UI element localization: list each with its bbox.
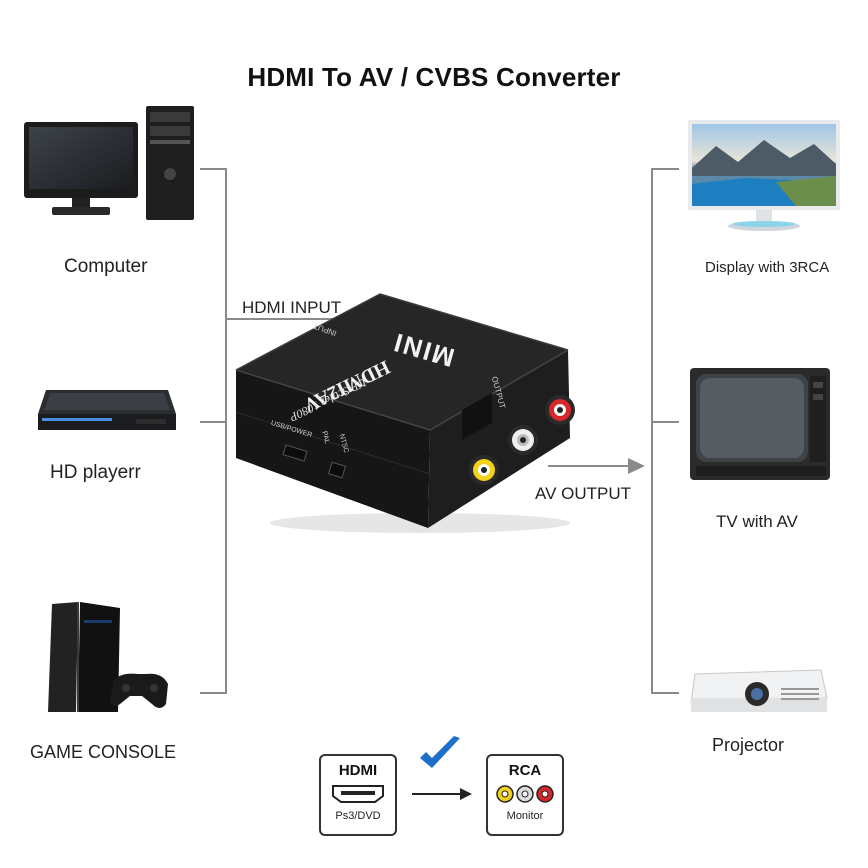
computer-label: Computer <box>64 256 148 277</box>
right-bracket-middle <box>651 421 679 423</box>
display-icon <box>688 120 840 231</box>
game-console-label: GAME CONSOLE <box>30 742 177 762</box>
page-title: HDMI To AV / CVBS Converter <box>247 62 621 92</box>
projector-icon <box>690 669 828 712</box>
rca-badge-sub: Monitor <box>506 810 544 822</box>
checkmark-icon <box>420 736 460 768</box>
tv-icon <box>690 368 830 480</box>
tv-label: TV with AV <box>716 512 798 531</box>
right-bracket-bottom <box>651 692 679 694</box>
rca-badge-title: RCA <box>508 762 542 779</box>
hdmi-badge-sub: Ps3/DVD <box>335 810 381 822</box>
hd-player-icon <box>38 390 176 430</box>
av-output-arrow <box>548 458 645 474</box>
rca-jacks-icon <box>496 785 554 803</box>
hd-player-label: HD playerr <box>50 462 141 483</box>
left-bracket-vertical <box>225 168 227 694</box>
hdmi-port-icon <box>332 785 384 803</box>
badge-arrow <box>412 788 472 800</box>
projector-label: Projector <box>712 735 785 755</box>
left-bracket-middle <box>200 421 227 423</box>
hdmi-input-label: HDMI INPUT <box>242 298 342 317</box>
right-bracket-top <box>651 168 679 170</box>
hdmi-badge-title: HDMI <box>338 762 378 779</box>
av-output-label: AV OUTPUT <box>535 484 632 503</box>
left-bracket-bottom <box>200 692 227 694</box>
game-console-icon <box>48 602 168 712</box>
hdmi-input-line <box>225 318 335 320</box>
display-label: Display with 3RCA <box>705 259 830 276</box>
computer-icon <box>24 106 194 220</box>
hdmi-badge: HDMI Ps3/DVD <box>319 754 397 836</box>
rca-badge: RCA Monitor <box>486 754 564 836</box>
left-bracket-top <box>200 168 227 170</box>
converter-device <box>235 293 575 533</box>
right-bracket-vertical <box>651 168 653 694</box>
